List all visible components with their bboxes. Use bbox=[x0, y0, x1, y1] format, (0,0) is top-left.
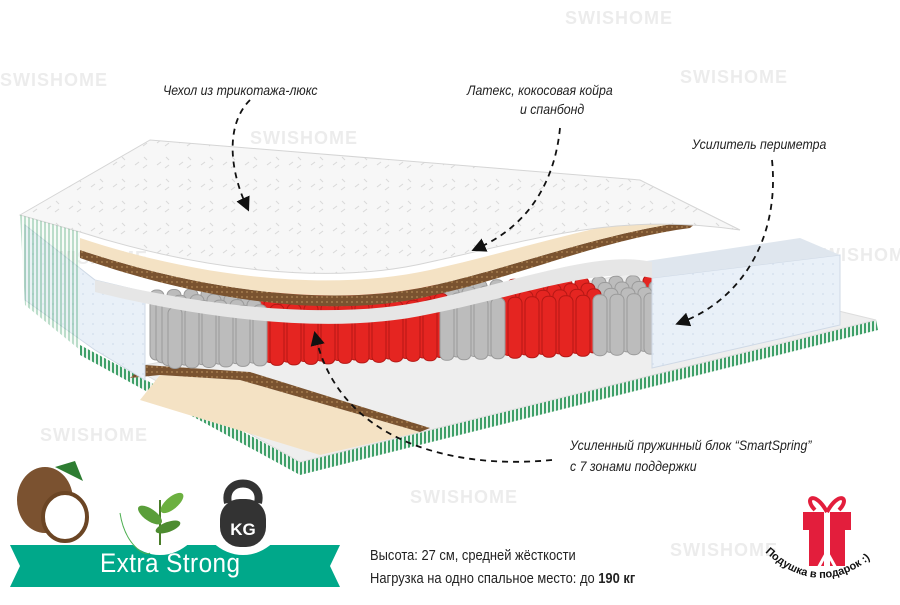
gift-icon bbox=[803, 496, 851, 571]
spring-coil bbox=[626, 293, 642, 356]
kettlebell-kg-text: KG bbox=[230, 520, 256, 539]
watermark: SWISHOME bbox=[680, 67, 789, 87]
spring-coil bbox=[541, 295, 557, 358]
label-perimeter: Усилитель периметра bbox=[692, 136, 827, 152]
cover-side-edge bbox=[20, 215, 80, 350]
kettlebell-icon bbox=[201, 471, 285, 555]
leaf-icon bbox=[118, 471, 202, 555]
spec-load-label: Нагрузка на одно спальное место: до bbox=[370, 570, 599, 587]
label-cover: Чехол из трикотажа-люкс bbox=[163, 82, 318, 98]
top-latex-layer bbox=[80, 212, 700, 296]
spec-height: Высота: 27 см, средней жёсткости bbox=[370, 547, 576, 564]
watermark: SWISHOME bbox=[250, 128, 359, 148]
spring-coil bbox=[524, 296, 540, 359]
bottom-latex-layer bbox=[140, 375, 420, 455]
spring-coil bbox=[507, 296, 523, 359]
watermark: SWISHOME bbox=[565, 8, 674, 28]
spec-load: Нагрузка на одно спальное место: до 190 … bbox=[370, 570, 635, 587]
spring-coil bbox=[473, 297, 489, 360]
arrow-latex bbox=[471, 127, 561, 252]
spring-coil bbox=[456, 298, 472, 361]
arrow-cover bbox=[231, 99, 251, 212]
spring-coil bbox=[490, 297, 506, 360]
watermark: SWISHOME bbox=[40, 425, 149, 445]
spring-coil bbox=[201, 305, 217, 368]
banner-shape bbox=[10, 545, 340, 587]
label-springs-line1: Усиленный пружинный блок “SmartSpring” bbox=[570, 437, 812, 453]
spring-coil bbox=[592, 294, 608, 357]
top-spunbond-layer bbox=[95, 259, 652, 324]
coconut-icon bbox=[10, 461, 90, 545]
spring-coil bbox=[575, 294, 591, 357]
spring-coil bbox=[235, 304, 251, 367]
watermark: SWISHOME bbox=[670, 540, 779, 560]
watermark: SWISHOME bbox=[0, 70, 109, 90]
arrow-perimeter bbox=[675, 159, 774, 327]
label-latex-line2: и спанбонд bbox=[520, 101, 585, 117]
gift-badge: Подушка в подарок :) bbox=[763, 496, 873, 581]
label-latex-line1: Латекс, кокосовая койра bbox=[467, 82, 613, 98]
spring-coil bbox=[558, 295, 574, 358]
bottom-coir-layer bbox=[130, 365, 430, 432]
quilted-cover bbox=[18, 139, 741, 274]
spec-load-value: 190 кг bbox=[598, 570, 636, 587]
spring-coil bbox=[184, 306, 200, 369]
badge-title: Extra Strong bbox=[100, 548, 241, 578]
feature-icons: KG bbox=[10, 461, 340, 587]
watermark: SWISHOME bbox=[410, 487, 519, 507]
spring-coil bbox=[422, 299, 438, 362]
right-top-edge bbox=[640, 238, 840, 278]
spring-coil bbox=[609, 293, 625, 356]
spring-coil bbox=[167, 306, 183, 369]
label-springs-line2: с 7 зонами поддержки bbox=[570, 458, 697, 474]
